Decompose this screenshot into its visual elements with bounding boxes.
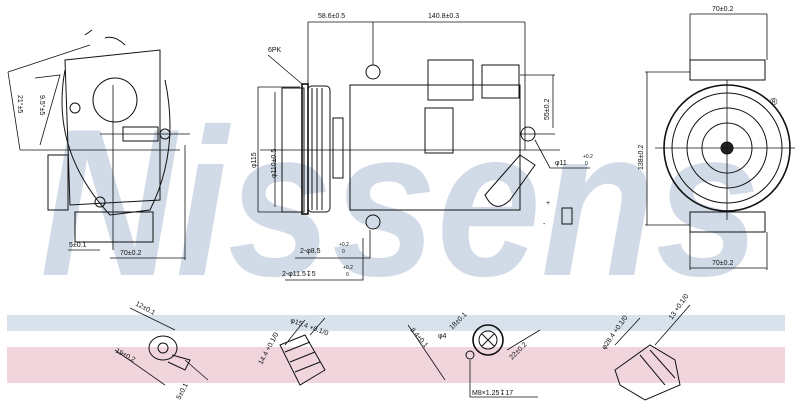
hole-small-tol: +0.2 bbox=[339, 242, 349, 248]
front-view: 70±0.2 138±0.2 70±0.2 bbox=[638, 6, 795, 270]
port-dia-label: φ11 bbox=[555, 160, 567, 167]
plus-label: + bbox=[546, 200, 550, 207]
hole-large-tol: +0.2 bbox=[343, 265, 353, 271]
hole-small-tol2: 0 bbox=[342, 249, 345, 255]
pulley-outer-label: φ115 bbox=[251, 152, 258, 168]
width-label: 70±0.2 bbox=[120, 250, 141, 257]
pulley-inner-label: φ110±0.5 bbox=[271, 149, 278, 178]
top-width-label: 70±0.2 bbox=[712, 6, 733, 13]
hole-small-label: 2-φ8.5 bbox=[300, 248, 321, 255]
length-label: 140.8±0.3 bbox=[428, 13, 459, 20]
angle-outer-label: 21°±5 bbox=[16, 95, 24, 113]
detail1-label-3: 5±0.1 bbox=[176, 382, 190, 401]
blue-band bbox=[7, 315, 785, 331]
rear-view: 21°±5 9.5°±5 5±0.1 70±0.2 bbox=[7, 29, 190, 260]
side-view: 58.6±0.5 140.8±0.3 6PK φ115 φ110±0.5 2-φ… bbox=[251, 13, 593, 281]
minus-label: - bbox=[543, 221, 546, 228]
mount-offset-label: 58.6±0.5 bbox=[318, 13, 345, 20]
hole-large-tol2: 0 bbox=[346, 272, 349, 278]
detail3-label-1: φ4 bbox=[438, 333, 447, 340]
angle-inner-label: 9.5°±5 bbox=[38, 95, 46, 115]
offset-label: 5±0.1 bbox=[69, 242, 87, 249]
detail3-label-5: M8×1.25↧17 bbox=[472, 389, 513, 397]
port-height-label: 55±0.2 bbox=[544, 99, 551, 120]
svg-text:®: ® bbox=[770, 97, 778, 108]
nissens-watermark: Nissens ® bbox=[40, 85, 778, 320]
hole-large-label: 2-φ11.5↧5 bbox=[282, 270, 316, 278]
port-tol: +0.2 bbox=[583, 154, 593, 160]
bottom-width-label: 70±0.2 bbox=[712, 260, 733, 267]
svg-text:Nissens: Nissens bbox=[40, 85, 760, 320]
port-tol2: 0 bbox=[585, 161, 588, 167]
connector-icon bbox=[561, 207, 573, 225]
belt-label: 6PK bbox=[268, 47, 282, 54]
height-label: 138±0.2 bbox=[638, 145, 645, 170]
